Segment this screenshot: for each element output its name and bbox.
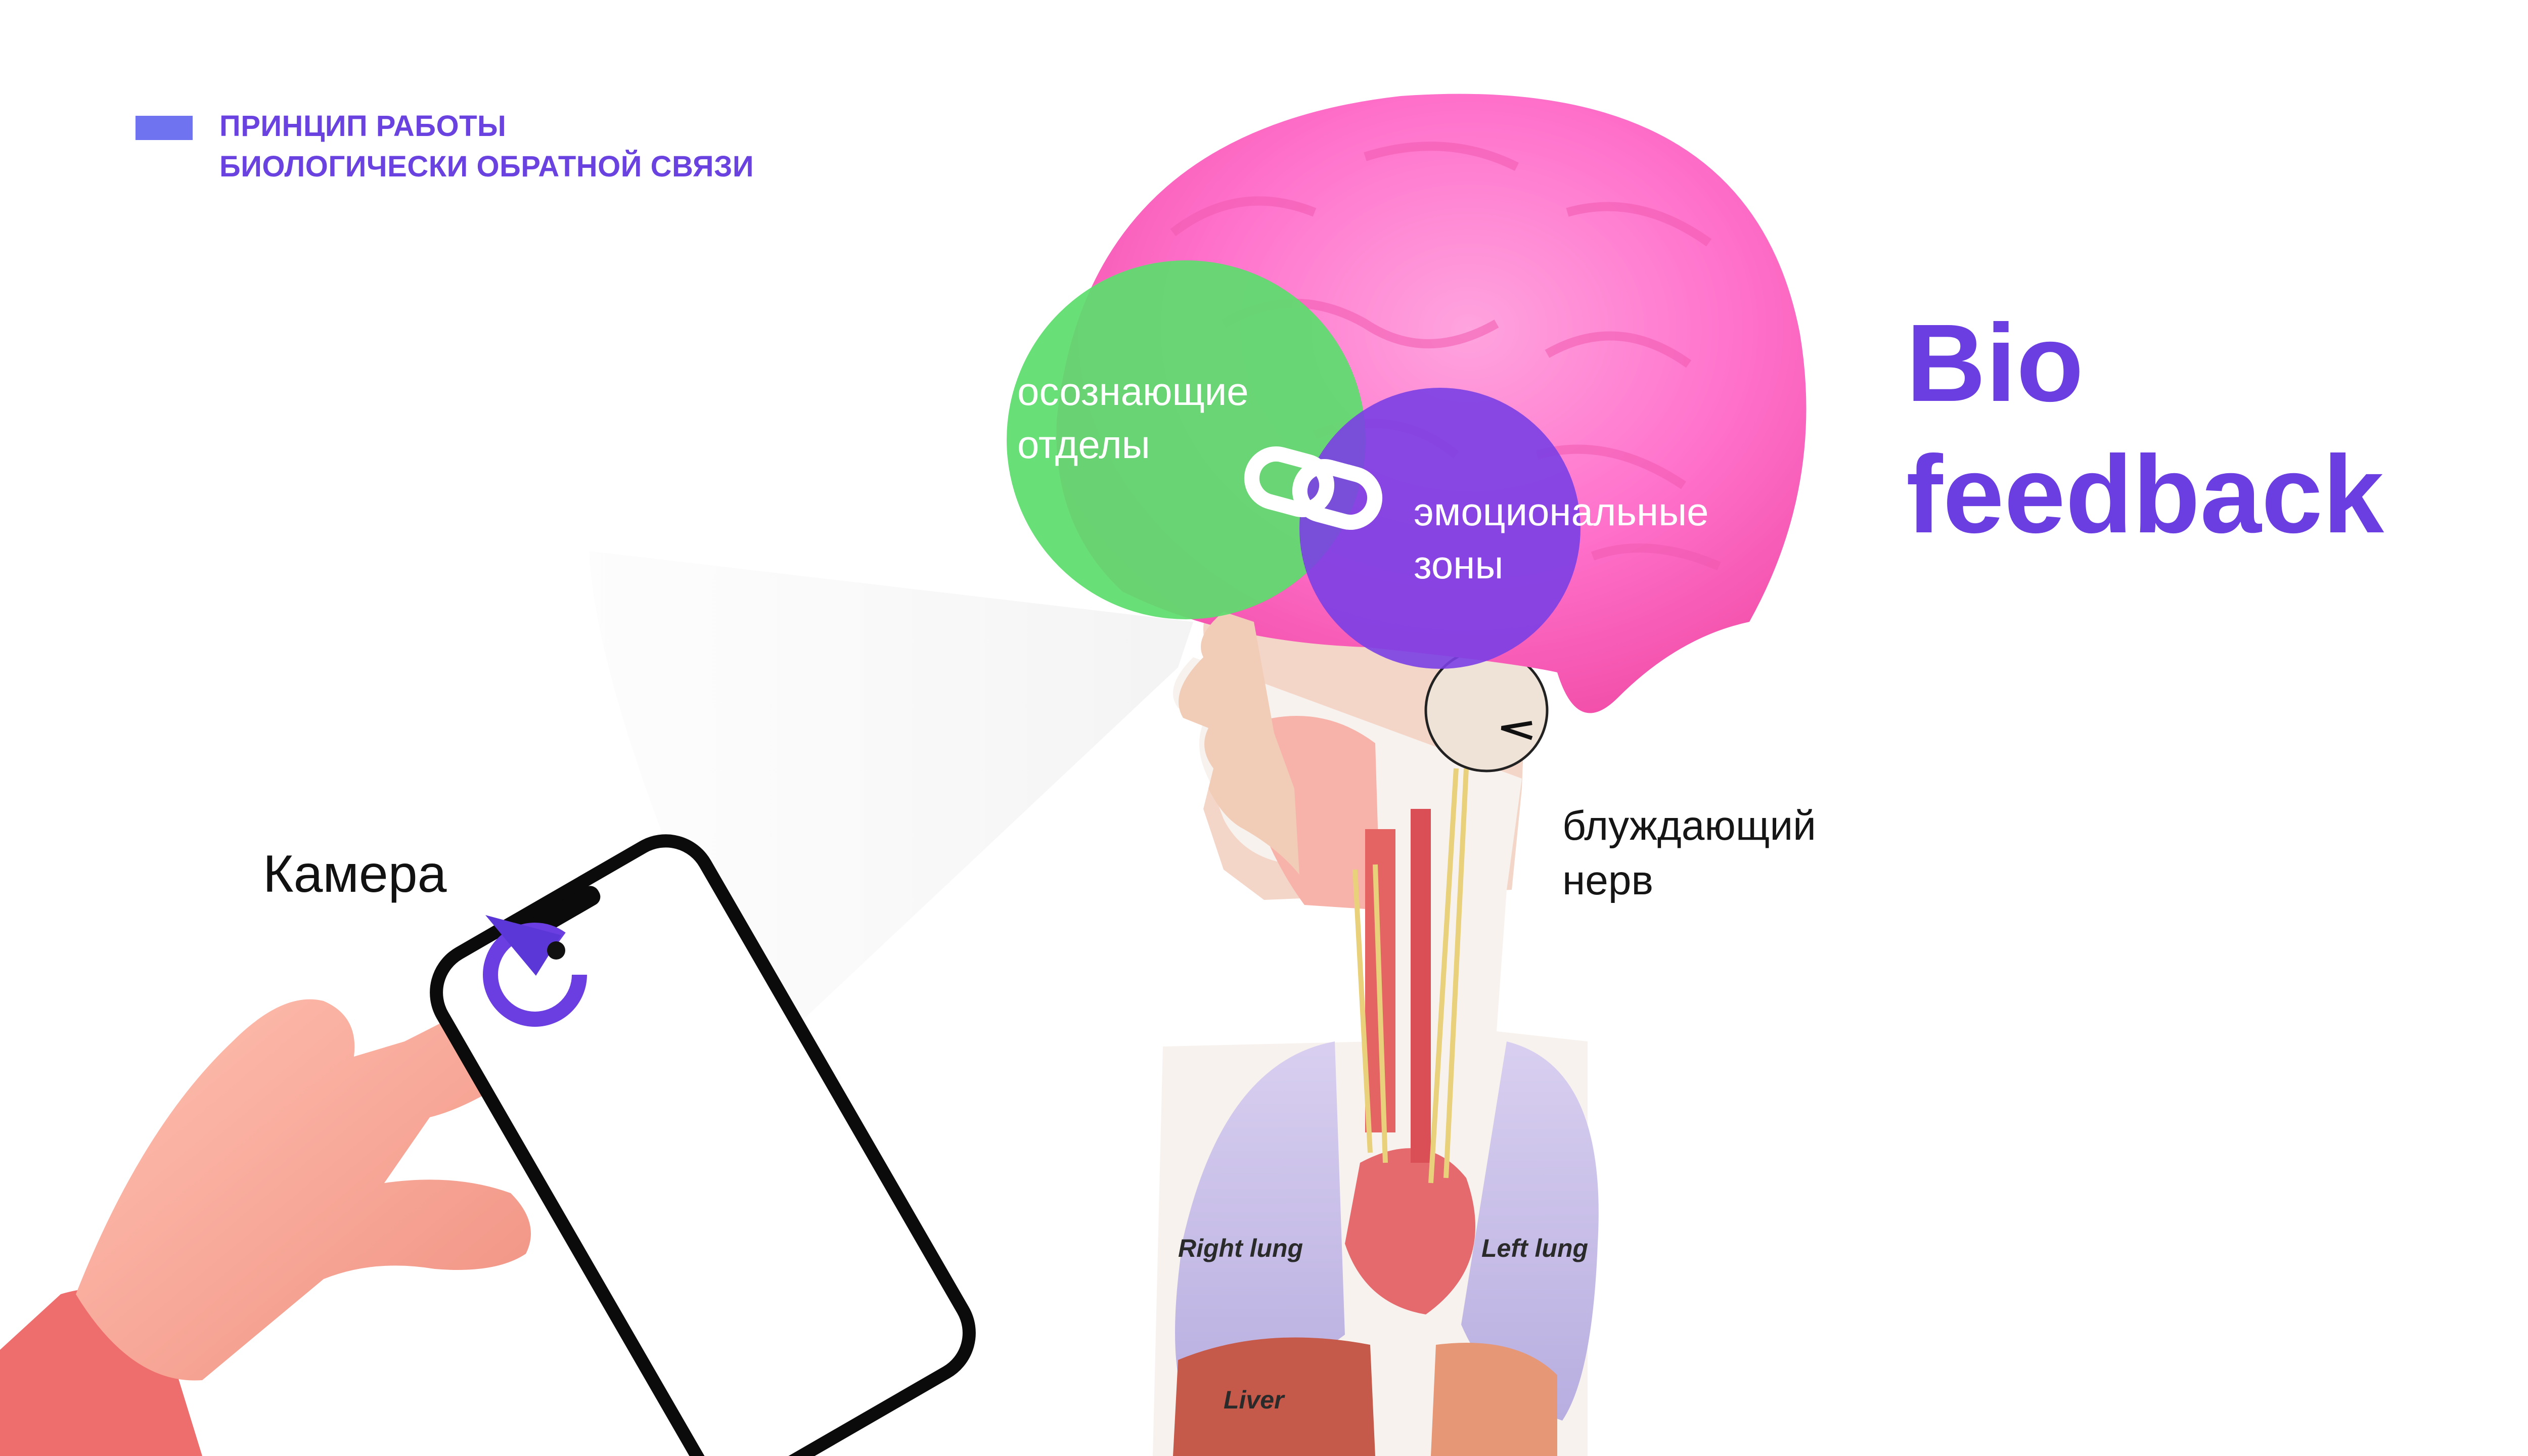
left-lung-label: Left lung [1481,1234,1588,1263]
conscious-zone-label-line-1: осознающие [1017,365,1249,418]
conscious-zone-label: осознающие отделы [1017,365,1249,472]
main-title-line-2: feedback [1906,440,2384,550]
header-title-line-2: БИОЛОГИЧЕСКИ ОБРАТНОЙ СВЯЗИ [219,150,754,184]
emotional-zone-label-line-2: зоны [1414,538,1709,592]
main-title-line-1: Bio [1906,308,2084,419]
header-title-line-1: ПРИНЦИП РАБОТЫ [219,109,506,143]
camera-label: Камера [263,844,446,904]
right-lung-label: Right lung [1178,1234,1303,1263]
emotional-zone-label: эмоциональные зоны [1414,485,1709,592]
liver-label: Liver [1224,1385,1284,1415]
vagus-nerve-label-line-2: нерв [1562,853,1816,908]
emotional-zone-label-line-1: эмоциональные [1414,485,1709,538]
vagus-nerve-label: блуждающий нерв [1562,799,1816,908]
vagus-nerve-label-line-1: блуждающий [1562,799,1816,853]
conscious-zone-label-line-2: отделы [1017,418,1249,471]
header-marker [136,116,193,140]
